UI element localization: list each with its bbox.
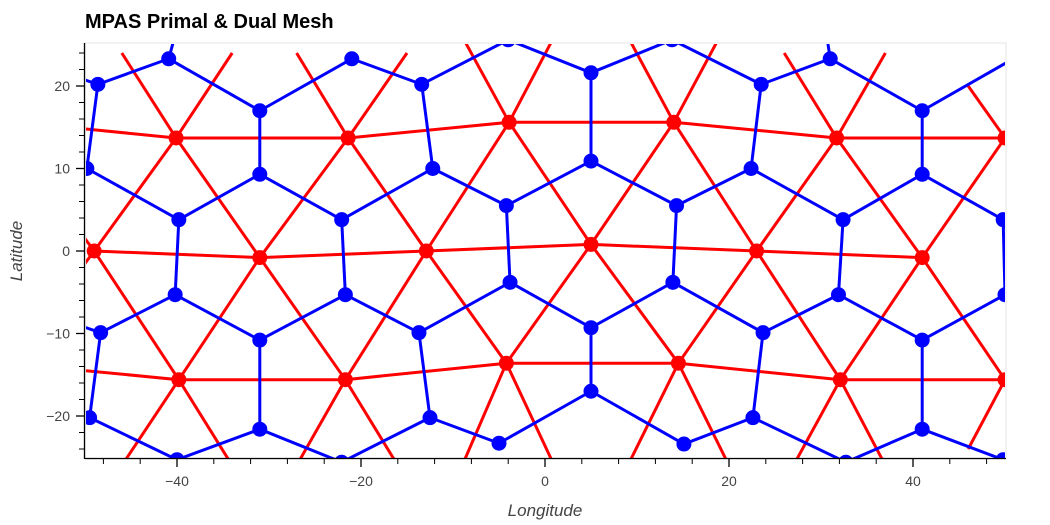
primal-node <box>665 44 679 48</box>
primal-node <box>995 452 1005 458</box>
primal-node <box>995 212 1005 228</box>
y-tick-label: 20 <box>54 78 70 94</box>
primal-node <box>86 161 95 176</box>
dual-node <box>252 250 268 266</box>
dual-node <box>501 114 517 130</box>
dual-node <box>340 130 356 146</box>
primal-node <box>676 436 692 452</box>
x-tick-label: 0 <box>541 473 549 489</box>
primal-node <box>502 274 518 290</box>
primal-node <box>169 452 185 458</box>
primal-node <box>425 161 441 176</box>
x-axis: −40 −20 0 20 40 <box>85 457 1006 489</box>
chart-title: MPAS Primal & Dual Mesh <box>85 11 334 33</box>
y-axis-label: Latitude <box>7 221 26 282</box>
primal-node <box>669 198 685 214</box>
dual-node <box>914 250 930 266</box>
primal-node <box>252 166 268 182</box>
dual-node <box>670 355 686 371</box>
primal-node <box>252 421 268 437</box>
primal-node <box>335 454 348 458</box>
primal-node <box>411 325 427 341</box>
primal-node <box>161 51 177 67</box>
y-tick-label: −10 <box>46 326 70 342</box>
primal-node <box>830 287 846 303</box>
x-axis-label: Longitude <box>508 501 583 520</box>
x-tick-label: 20 <box>721 473 737 489</box>
primal-node <box>839 454 853 458</box>
primal-node <box>997 287 1005 303</box>
dual-node <box>997 130 1005 146</box>
primal-node <box>914 166 930 182</box>
dual-node <box>832 372 848 388</box>
y-tick-label: −20 <box>46 408 70 424</box>
primal-node <box>835 212 851 228</box>
dual-node <box>997 372 1005 388</box>
dual-node <box>171 372 187 388</box>
dual-mesh-nodes <box>86 114 1005 388</box>
plot-frame <box>84 42 1007 460</box>
primal-node <box>583 65 599 81</box>
primal-node <box>93 325 109 341</box>
primal-node <box>337 287 353 303</box>
dual-node <box>168 130 184 146</box>
x-tick-label: −20 <box>349 473 373 489</box>
primal-node <box>498 198 514 214</box>
dual-node <box>337 372 353 388</box>
primal-node <box>755 325 771 341</box>
dual-node <box>829 130 845 146</box>
dual-node <box>498 355 514 371</box>
primal-node <box>167 287 183 303</box>
primal-node <box>914 421 930 437</box>
y-tick-label: 10 <box>54 161 70 177</box>
dual-node <box>86 243 102 259</box>
primal-node <box>583 320 599 336</box>
dual-node <box>749 243 765 259</box>
primal-node <box>334 212 350 228</box>
primal-node <box>491 435 507 451</box>
y-tick-label: 0 <box>62 243 70 259</box>
primal-node <box>422 410 438 426</box>
primal-node <box>914 332 930 348</box>
primal-node <box>501 44 515 48</box>
primal-node <box>252 332 268 348</box>
primal-node <box>583 153 599 169</box>
primal-node <box>252 103 268 119</box>
x-tick-label: 40 <box>905 473 921 489</box>
primal-node <box>86 410 98 426</box>
primal-node <box>914 103 930 119</box>
dual-node <box>583 236 599 252</box>
primal-node <box>822 51 838 67</box>
primal-mesh-edges <box>86 44 1005 458</box>
primal-node <box>90 76 106 92</box>
primal-node <box>753 76 769 92</box>
y-axis: 20 10 0 −10 −20 <box>46 43 86 459</box>
dual-node <box>666 114 682 130</box>
primal-node <box>171 212 187 228</box>
primal-node <box>344 51 360 67</box>
x-tick-label: −40 <box>165 473 189 489</box>
dual-node <box>418 243 434 259</box>
primal-mesh-nodes <box>86 44 1005 458</box>
primal-node <box>745 410 761 426</box>
primal-node <box>743 161 759 176</box>
primal-node <box>414 76 430 92</box>
primal-node <box>583 383 599 399</box>
primal-node <box>665 274 681 290</box>
